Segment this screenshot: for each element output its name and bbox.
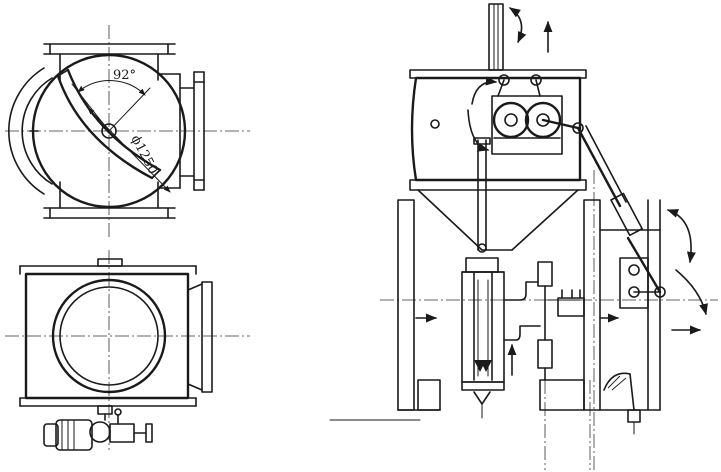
- top-drive-rod: [488, 3, 553, 71]
- angle-dimension-arc: [77, 80, 146, 96]
- plan-bottom-flange: [43, 181, 176, 219]
- gauge-cradle: [557, 297, 585, 317]
- rod-rotation-arrow: [509, 7, 527, 44]
- right-wall: [583, 199, 601, 411]
- plan-right-outlet: [159, 71, 205, 191]
- section-elevation: [329, 3, 718, 470]
- gear-left: [492, 101, 530, 139]
- left-bottom-trough: [417, 379, 441, 411]
- diameter-label: ϕ1250: [127, 133, 160, 177]
- actuator-cylinder: [576, 125, 708, 316]
- hopper-cone: [417, 189, 579, 251]
- front-right-flange: [201, 281, 213, 393]
- right-bottom-trough: [539, 379, 585, 411]
- cylinder-motion-arrow: [666, 209, 696, 264]
- angle-label: 92°: [113, 68, 136, 83]
- plunger-assembly: [461, 137, 505, 419]
- diameter-dimension-line: [87, 107, 171, 193]
- plan-left-housing-outer: [8, 67, 45, 195]
- housing-bolt: [430, 119, 440, 129]
- plunger-tip: [473, 391, 491, 405]
- gauge-body: [537, 261, 553, 287]
- center-gauge-assembly: [503, 261, 585, 381]
- plan-left-housing-inner: [21, 77, 53, 185]
- gearbox-housing: [109, 423, 135, 443]
- left-wall: [397, 199, 415, 411]
- plunger-head: [465, 257, 499, 273]
- pivot-bracket: [619, 257, 649, 309]
- plan-top-flange: [43, 43, 176, 81]
- front-gear-motor: [43, 405, 153, 451]
- plan-view: 92° ϕ1250: [5, 25, 250, 240]
- lower-flap-valve: [603, 372, 641, 435]
- gearbox-wheel: [89, 421, 111, 443]
- cylinder-barrel: [610, 192, 643, 237]
- flap-plate: [603, 372, 631, 391]
- crank-arm: [541, 118, 580, 130]
- pivot-top-left: [498, 74, 510, 86]
- front-view: [5, 250, 250, 451]
- front-top-lug: [97, 258, 123, 267]
- crank-pin: [572, 122, 584, 134]
- housing-bottom-flange: [409, 179, 587, 191]
- pivot-top-right: [530, 74, 542, 86]
- front-inner-circle: [59, 286, 159, 386]
- gear-right: [524, 101, 562, 139]
- lower-valve-body: [537, 339, 553, 369]
- front-outer-circle: [51, 278, 167, 394]
